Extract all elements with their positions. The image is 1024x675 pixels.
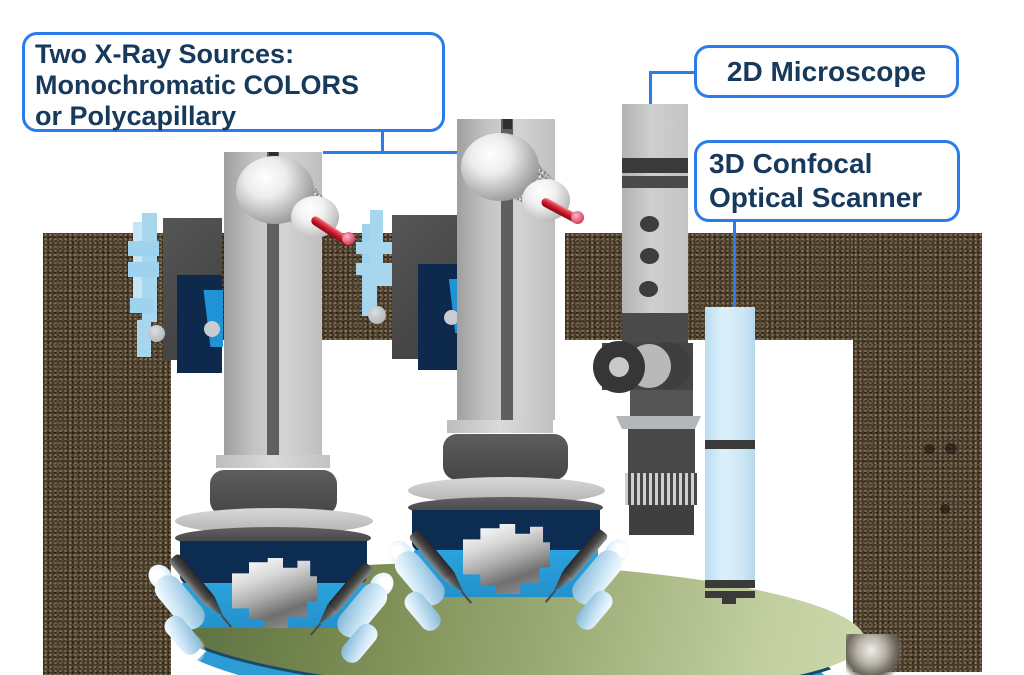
probe-needle (310, 622, 322, 636)
microscope-callout-connector-horizontal (651, 71, 696, 74)
scanner-foot-nub (722, 598, 736, 604)
xray1-column-groove (267, 152, 279, 455)
xray-callout-connector-vertical (381, 130, 384, 154)
xray-callout-connector-horizontal (323, 151, 459, 154)
xray1-panel-knob (204, 321, 220, 337)
microscope-tube (630, 390, 693, 416)
bracket1-tooth (130, 298, 153, 313)
wall-column-right (853, 233, 982, 672)
xray1-collar (216, 455, 330, 468)
microscope-band (622, 176, 688, 188)
bracket1-tooth (128, 262, 159, 277)
bracket2-block (363, 273, 392, 286)
callout-xray-sources: Two X-Ray Sources: Monochromatic COLORS … (22, 32, 445, 132)
microscope-head-block (622, 313, 688, 344)
microscope-knob-hub (609, 357, 629, 377)
bracket1-ball (148, 325, 165, 342)
xray2-collar (447, 420, 553, 433)
callout-xray-line2: Monochromatic COLORS (35, 70, 360, 100)
microscope-objective (629, 505, 694, 535)
scanner-band (705, 440, 755, 449)
microscope-collar (616, 416, 701, 429)
bracket2-ball (368, 306, 386, 324)
stage-wall-shadow (846, 634, 902, 675)
wall-bolt-icon (945, 443, 957, 454)
callout-2d-microscope: 2D Microscope (694, 45, 959, 98)
callout-scanner-line2: Optical Scanner (709, 182, 923, 213)
scanner-foot-band (705, 591, 755, 598)
microscope-objective-grip (625, 473, 697, 505)
wall-bolt-icon (940, 504, 950, 514)
microscope-callout-connector-vertical (649, 71, 652, 105)
xray2-panel-knob (444, 310, 459, 325)
microscope-column (622, 104, 688, 314)
microscope-band (622, 158, 688, 173)
callout-2d-microscope-label: 2D Microscope (726, 55, 927, 87)
xray2-column-notch (503, 119, 512, 129)
callout-scanner-line1: 3D Confocal (709, 148, 873, 179)
xray2-beam-tip (571, 211, 584, 224)
callout-xray-line1: Two X-Ray Sources: (35, 39, 295, 69)
wall-column-left (43, 233, 171, 675)
bracket1-foot (137, 320, 151, 357)
microscope-dot (640, 248, 659, 264)
callout-xray-line3: or Polycapillary (35, 101, 237, 131)
xray1-beam-tip (342, 232, 355, 245)
microscope-dot (640, 216, 659, 232)
bracket1-tooth (128, 241, 159, 256)
xray1-base-block (210, 470, 337, 515)
scanner-foot-band (705, 580, 755, 588)
bracket2-tooth (356, 242, 392, 254)
scanner-callout-connector-vertical (733, 221, 736, 308)
probe-needle (220, 614, 232, 628)
microscope-dot (639, 281, 658, 297)
microscope-body-lower (628, 429, 695, 473)
probe-needle (545, 589, 557, 603)
probe-needle (460, 590, 472, 604)
xray2-base-block (443, 434, 568, 480)
bracket2-tooth (356, 263, 392, 275)
wall-bolt-icon (924, 444, 935, 454)
callout-3d-confocal-scanner: 3D Confocal Optical Scanner (694, 140, 960, 222)
